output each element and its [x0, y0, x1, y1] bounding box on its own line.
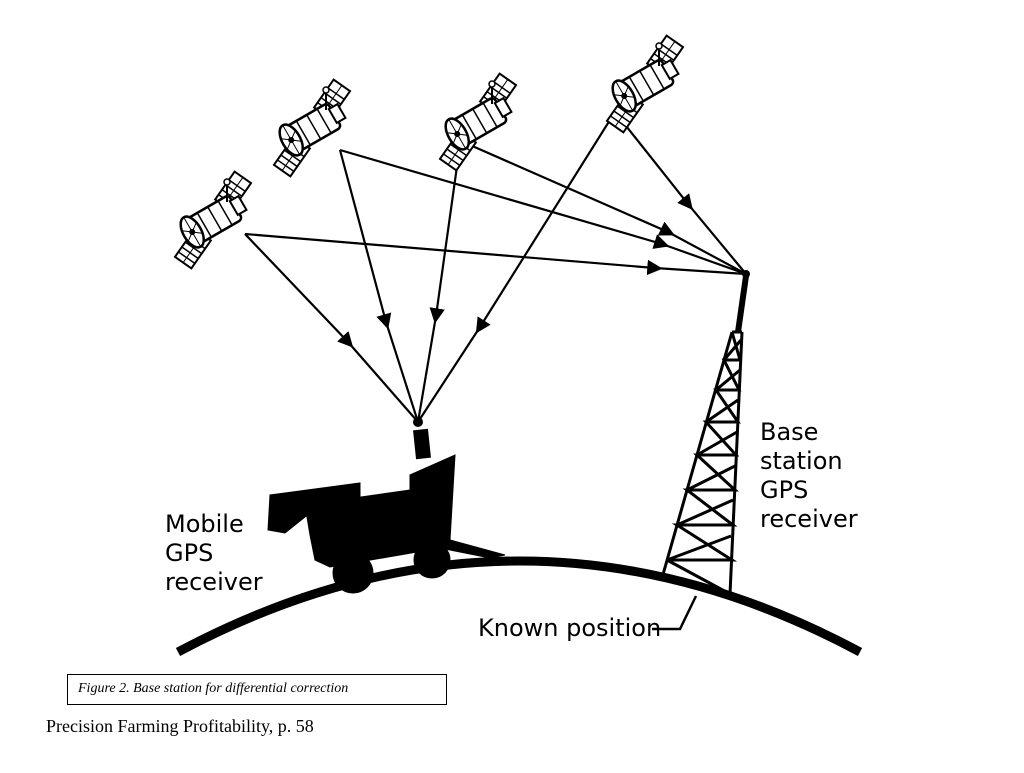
- signal-lines: [244, 111, 747, 423]
- signal-line: [417, 111, 616, 423]
- signal-line: [338, 149, 420, 423]
- mobile-receiver-node: [413, 417, 423, 427]
- base-station-label: Base station GPS receiver: [760, 418, 858, 534]
- mobile-receiver-label: Mobile GPS receiver: [165, 510, 263, 597]
- figure-caption-box: Figure 2. Base station for differential …: [67, 674, 447, 705]
- satellite-icon: [438, 72, 518, 172]
- radio-tower-icon: [660, 275, 749, 596]
- signal-line: [244, 233, 419, 423]
- label-line: Mobile: [165, 510, 244, 538]
- signal-line: [416, 151, 461, 423]
- signal-line: [339, 148, 747, 276]
- known-position-pointer: [652, 595, 698, 631]
- label-line: Base: [760, 418, 819, 446]
- combine-harvester-icon: [267, 428, 506, 594]
- label-line: receiver: [760, 505, 858, 533]
- label-line: receiver: [165, 568, 263, 596]
- figure-caption: Figure 2. Base station for differential …: [78, 681, 349, 696]
- signal-line: [244, 232, 747, 276]
- label-line: GPS: [165, 539, 214, 567]
- page-footer: Precision Farming Profitability, p. 58: [46, 716, 314, 736]
- ground-arc: [175, 556, 863, 656]
- satellite-icon: [173, 170, 253, 270]
- label-line: GPS: [760, 476, 809, 504]
- label-line: station: [760, 447, 843, 475]
- satellite-icon: [272, 78, 352, 178]
- signal-line: [614, 111, 747, 275]
- known-position-label: Known position: [478, 614, 662, 642]
- satellite-icon: [605, 34, 685, 134]
- signal-line: [469, 143, 747, 275]
